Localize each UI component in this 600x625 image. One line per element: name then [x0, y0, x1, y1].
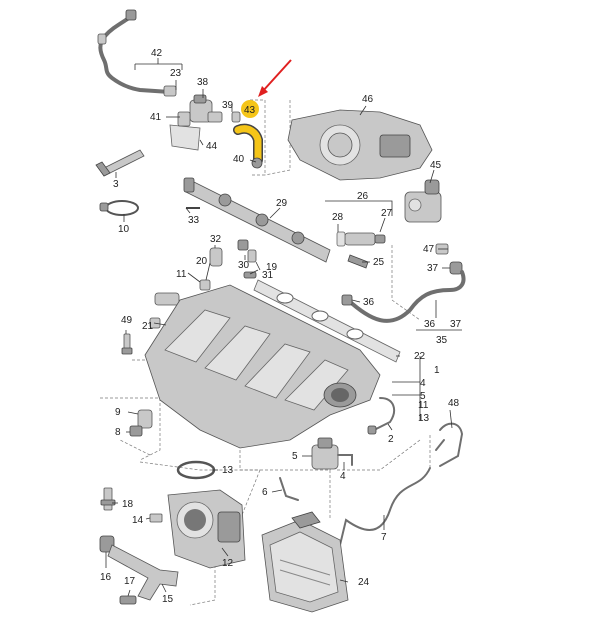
part-2-hose — [367, 397, 396, 435]
callout-16: 16 — [100, 572, 112, 583]
part-22-gasket — [253, 279, 401, 363]
callout-37: 37 — [427, 263, 439, 274]
part-45-pump — [404, 179, 442, 223]
part-42-hose — [97, 9, 177, 97]
callout-45: 45 — [430, 160, 442, 171]
callout-39: 39 — [222, 100, 234, 111]
part-49-bolt — [121, 333, 153, 437]
callout-1: 1 — [434, 365, 440, 376]
part-35-hose — [341, 270, 466, 323]
part-24-air-box — [261, 511, 349, 613]
callout-10: 10 — [118, 224, 130, 235]
callout-36: 36 — [363, 297, 375, 308]
callout-23: 23 — [170, 68, 182, 79]
callout-19: 19 — [266, 262, 278, 273]
callout-30: 30 — [238, 260, 250, 271]
part-20-clip — [149, 271, 257, 329]
callout-13b: 13 — [222, 465, 234, 476]
callout-29: 29 — [276, 198, 288, 209]
callout-22: 22 — [414, 351, 426, 362]
callout-5: 5 — [420, 391, 426, 402]
callout-25: 25 — [373, 257, 385, 268]
callout-14: 14 — [132, 515, 144, 526]
part-7-hose — [329, 467, 431, 549]
callout-38: 38 — [197, 77, 209, 88]
callout-4b: 4 — [340, 471, 346, 482]
callout-labels: 42 23 38 39 41 44 40 43 46 45 3 10 29 26… — [100, 48, 462, 605]
part-46-cover — [287, 109, 433, 181]
callout-11b: 11 — [418, 400, 429, 411]
part-10-clamp — [99, 200, 139, 216]
callout-43-highlight: 43 — [241, 100, 259, 118]
part-38-valve — [169, 94, 223, 151]
callout-40: 40 — [233, 154, 245, 165]
part-6-hose — [279, 477, 299, 501]
callout-47: 47 — [423, 244, 435, 255]
leader-lines — [105, 58, 462, 597]
part-26-injector — [336, 231, 386, 269]
part-43-highlighted-hose — [231, 111, 263, 169]
callout-2: 2 — [388, 434, 394, 445]
callout-43: 43 — [244, 105, 256, 116]
part-32-sensor — [186, 207, 257, 267]
callout-44: 44 — [206, 141, 218, 152]
part-18-bolt — [99, 487, 163, 553]
callout-7: 7 — [381, 532, 387, 543]
callout-17: 17 — [124, 576, 136, 587]
callout-11: 11 — [176, 269, 187, 280]
part-3-bracket — [95, 149, 145, 177]
callout-3: 3 — [113, 179, 119, 190]
part-15-bracket — [107, 544, 179, 605]
callout-20: 20 — [196, 256, 208, 267]
callout-32: 32 — [210, 234, 222, 245]
callout-9: 9 — [115, 407, 121, 418]
part-29-fuel-rail — [183, 177, 331, 263]
callout-36b: 36 — [424, 319, 436, 330]
callout-6: 6 — [262, 487, 268, 498]
callout-46: 46 — [362, 94, 374, 105]
callout-31: 31 — [262, 270, 274, 281]
callout-37b: 37 — [450, 319, 462, 330]
callout-12: 12 — [222, 558, 234, 569]
callout-5b: 5 — [292, 451, 298, 462]
highlight-arrow — [258, 59, 292, 97]
callout-4: 4 — [420, 378, 426, 389]
part-1-intake-manifold — [144, 284, 381, 449]
callout-48: 48 — [448, 398, 460, 409]
callout-18: 18 — [122, 499, 134, 510]
callout-13: 13 — [418, 413, 430, 424]
callout-28: 28 — [332, 212, 344, 223]
callout-42: 42 — [151, 48, 163, 59]
part-5-valve — [311, 437, 353, 470]
callout-26: 26 — [357, 191, 369, 202]
callout-35: 35 — [436, 335, 448, 346]
part-47-connector — [435, 243, 463, 275]
part-13-o-ring — [176, 460, 216, 480]
callout-8: 8 — [115, 427, 121, 438]
callout-27: 27 — [381, 208, 393, 219]
callout-41: 41 — [150, 112, 162, 123]
callout-15: 15 — [162, 594, 174, 605]
part-48-hose — [435, 422, 464, 467]
callout-33: 33 — [188, 215, 200, 226]
callout-49: 49 — [121, 315, 133, 326]
callout-24: 24 — [358, 577, 370, 588]
callout-21: 21 — [142, 321, 154, 332]
part-12-throttle-body — [167, 489, 246, 569]
